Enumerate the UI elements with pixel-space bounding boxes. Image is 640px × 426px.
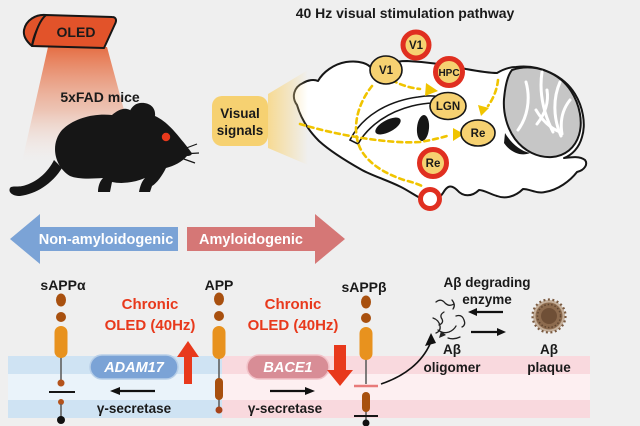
oled-device-label: OLED (57, 24, 96, 40)
ab-degrading-line1: Aβ degrading (444, 275, 531, 290)
visual-signals-beam (268, 70, 308, 165)
svg-text:γ-secretase: γ-secretase (97, 401, 172, 416)
amyloidogenic-label: Amyloidogenic (199, 232, 303, 248)
svg-text:BACE1: BACE1 (263, 360, 312, 376)
ab-plaque-blob (531, 298, 567, 334)
svg-text:ADAM17: ADAM17 (103, 360, 165, 376)
ab-plaque-line1: Aβ (540, 342, 558, 357)
pathway-title: 40 Hz visual stimulation pathway (296, 5, 515, 21)
node-re-ring (417, 147, 449, 179)
svg-text:OLED (40Hz): OLED (40Hz) (105, 317, 196, 334)
cerebellum-folds (516, 70, 572, 138)
ab-oligomer-squiggles (432, 299, 466, 340)
equilibrium-left-arrowhead (468, 308, 477, 316)
chronic-oled-label-right: Chronic OLED (40Hz) (248, 296, 339, 334)
dashed-path-signals-to-re (298, 122, 449, 144)
node-lgn (429, 91, 467, 121)
chronic-oled-label-left: Chronic OLED (40Hz) (105, 296, 196, 334)
node-v1-ring (400, 29, 432, 61)
ab-oligomer-line1: Aβ (443, 342, 461, 357)
non-amyloidogenic-label: Non-amyloidogenic (39, 232, 174, 248)
svg-text:LGN: LGN (436, 101, 460, 113)
ab-degrading-line2: enzyme (462, 292, 512, 307)
svg-text:V1: V1 (409, 40, 424, 52)
fornix-dark-region (375, 117, 401, 135)
arrow-amyloidogenic (187, 214, 345, 264)
mouse-whiskers (180, 143, 200, 164)
mouse-eye (161, 132, 171, 142)
svg-text:V1: V1 (379, 65, 394, 77)
release-curved-arrow (380, 343, 431, 385)
dashed-path-hpc-down (486, 78, 500, 108)
left-arrowhead (110, 387, 120, 395)
release-arrowhead (425, 333, 436, 346)
mouse-silhouette (9, 102, 200, 196)
oled-device: OLED (22, 13, 117, 49)
squiggle-arrowhead (439, 331, 446, 338)
thalamus-dark-region (416, 115, 430, 141)
brainstem-dark-region (504, 133, 530, 155)
node-hpc-ring (433, 56, 465, 88)
protein-sappb (354, 295, 378, 426)
svg-text:OLED (40Hz): OLED (40Hz) (248, 317, 339, 334)
down-red-arrow (327, 345, 353, 386)
arrowhead-re (453, 128, 464, 141)
svg-text:γ-secretase: γ-secretase (248, 401, 323, 416)
ab-oligomer-line2: oligomer (423, 360, 481, 375)
svg-text:Re: Re (426, 158, 441, 170)
svg-text:Chronic: Chronic (122, 296, 179, 313)
app-label: APP (205, 277, 234, 293)
visual-signals-line2: signals (217, 123, 264, 138)
gamma-secretase-right: γ-secretase (248, 387, 323, 416)
visual-signals-line1: Visual (220, 106, 260, 121)
mice-label: 5xFAD mice (60, 89, 140, 105)
equilibrium-right-arrowhead (497, 328, 506, 336)
gamma-secretase-left: γ-secretase (97, 387, 172, 416)
node-v1 (369, 55, 403, 85)
adam17-pill: ADAM17 (89, 354, 179, 380)
visual-signals-box: Visual signals (212, 96, 268, 146)
protein-sappa (49, 293, 75, 424)
svg-text:Chronic: Chronic (265, 296, 322, 313)
sappa-label: sAPPα (40, 277, 86, 293)
arrow-non-amyloidogenic (10, 214, 178, 264)
oligomer-plaque-equilibrium (468, 308, 506, 336)
node-re (460, 119, 496, 147)
up-red-arrow (177, 341, 199, 384)
brain-diagram (292, 60, 588, 203)
dashed-path-v1-ventral (354, 84, 426, 189)
ab-plaque-line2: plaque (527, 360, 571, 375)
protein-app (212, 292, 226, 414)
bace1-pill: BACE1 (246, 354, 330, 380)
arrowhead-down (478, 105, 489, 116)
svg-text:Re: Re (471, 128, 486, 140)
brain-nodes: V1 LGN Re V1 HPC Re (369, 29, 496, 211)
svg-text:HPC: HPC (438, 68, 459, 79)
arrowhead-lgn (425, 83, 438, 96)
right-arrowhead (305, 387, 315, 395)
node-empty-ring (418, 187, 442, 211)
sappb-label: sAPPβ (341, 279, 387, 295)
